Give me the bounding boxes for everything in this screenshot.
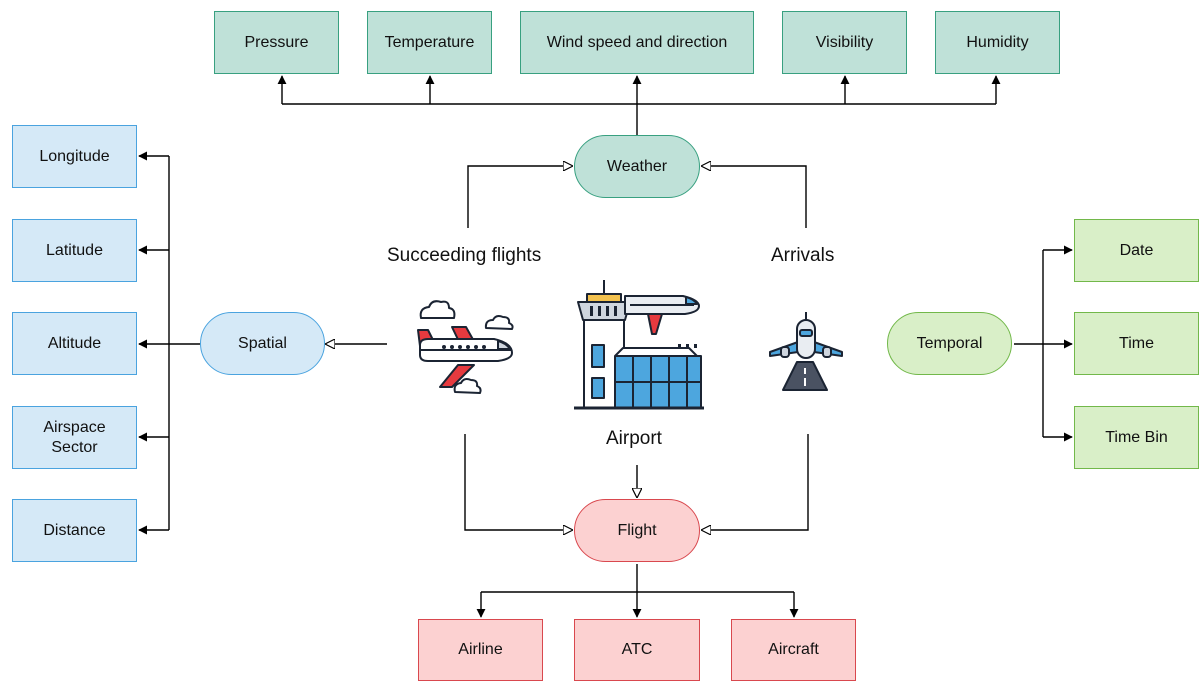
spatial-attr-longitude: Longitude [12,125,137,188]
spatial-attr-altitude: Altitude [12,312,137,375]
flight-attr-atc: ATC [574,619,700,681]
airport-tower-icon [574,280,704,410]
flight-attr-airline: Airline [418,619,543,681]
weather-attr-temperature: Temperature [367,11,492,74]
temporal-attr-time: Time [1074,312,1199,375]
flight-attr-aircraft: Aircraft [731,619,856,681]
airport-label: Airport [606,428,662,449]
spatial-attr-latitude: Latitude [12,219,137,282]
spatial-node: Spatial [200,312,325,375]
weather-attr-pressure: Pressure [214,11,339,74]
connector-succeeding-weather [467,166,572,228]
temporal-attr-date: Date [1074,219,1199,282]
weather-node: Weather [574,135,700,198]
connector-succeeding-flight [464,434,572,530]
airplane-clouds-icon [417,300,514,394]
spatial-attr-airspace-sector: Airspace Sector [12,406,137,469]
flight-node: Flight [574,499,700,562]
temporal-attr-time-bin: Time Bin [1074,406,1199,469]
plane-landing-runway-icon [769,312,843,391]
weather-attr-humidity: Humidity [935,11,1060,74]
spatial-attr-distance: Distance [12,499,137,562]
weather-attr-wind: Wind speed and direction [520,11,754,74]
succeeding-flights-label: Succeeding flights [387,245,542,266]
connector-arrivals-weather [702,166,807,228]
arrivals-label: Arrivals [771,245,835,266]
weather-attr-visibility: Visibility [782,11,907,74]
connector-arrivals-flight [702,434,809,530]
temporal-node: Temporal [887,312,1012,375]
